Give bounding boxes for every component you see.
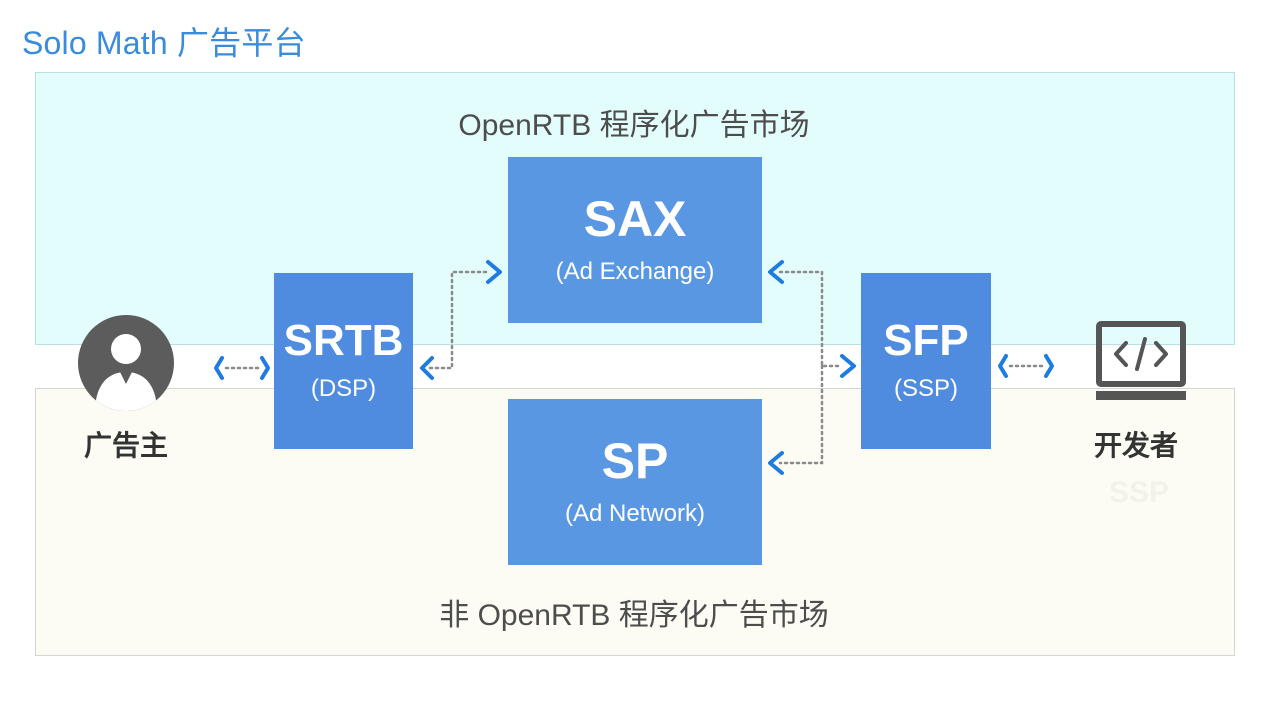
arrow-left-sfp-out xyxy=(998,354,1008,378)
sax-sub: (Ad Exchange) xyxy=(555,258,715,285)
sax-name: SAX xyxy=(583,191,687,247)
arrow-into-sax-left xyxy=(486,260,502,284)
arrow-left-advertiser xyxy=(214,356,224,380)
arrow-right-developer xyxy=(1044,354,1054,378)
sax-box: SAX (Ad Exchange) xyxy=(508,157,762,323)
code-monitor-icon xyxy=(1096,321,1186,400)
advertiser-label: 广告主 xyxy=(83,430,169,461)
arrow-into-srtb xyxy=(420,356,434,380)
sfp-sub: (SSP) xyxy=(893,375,958,402)
arrow-into-sax-right xyxy=(768,260,784,284)
person-icon xyxy=(78,315,174,411)
sfp-box: SFP (SSP) xyxy=(861,273,991,449)
developer-label: 开发者 xyxy=(1093,430,1179,461)
sfp-name: SFP xyxy=(883,316,969,365)
connector-sfp-sax xyxy=(778,270,840,368)
connector-srtb-sax xyxy=(428,270,492,370)
sp-box: SP (Ad Network) xyxy=(508,399,762,565)
srtb-sub: (DSP) xyxy=(310,375,377,402)
openrtb-market-label: OpenRTB 程序化广告市场 xyxy=(458,109,810,142)
page-title: Solo Math 广告平台 xyxy=(22,25,306,61)
sp-name: SP xyxy=(601,433,669,489)
srtb-box: SRTB (DSP) xyxy=(274,273,413,449)
srtb-name: SRTB xyxy=(283,316,404,365)
connector-sfp-sp xyxy=(778,364,824,465)
sp-sub: (Ad Network) xyxy=(564,500,706,527)
arrow-into-sfp xyxy=(840,354,856,378)
arrow-into-sp xyxy=(768,451,784,475)
developer-faint-label: SSP xyxy=(1108,476,1170,509)
non-openrtb-market-label: 非 OpenRTB 程序化广告市场 xyxy=(439,599,829,632)
arrow-right-srtb-in xyxy=(260,356,270,380)
